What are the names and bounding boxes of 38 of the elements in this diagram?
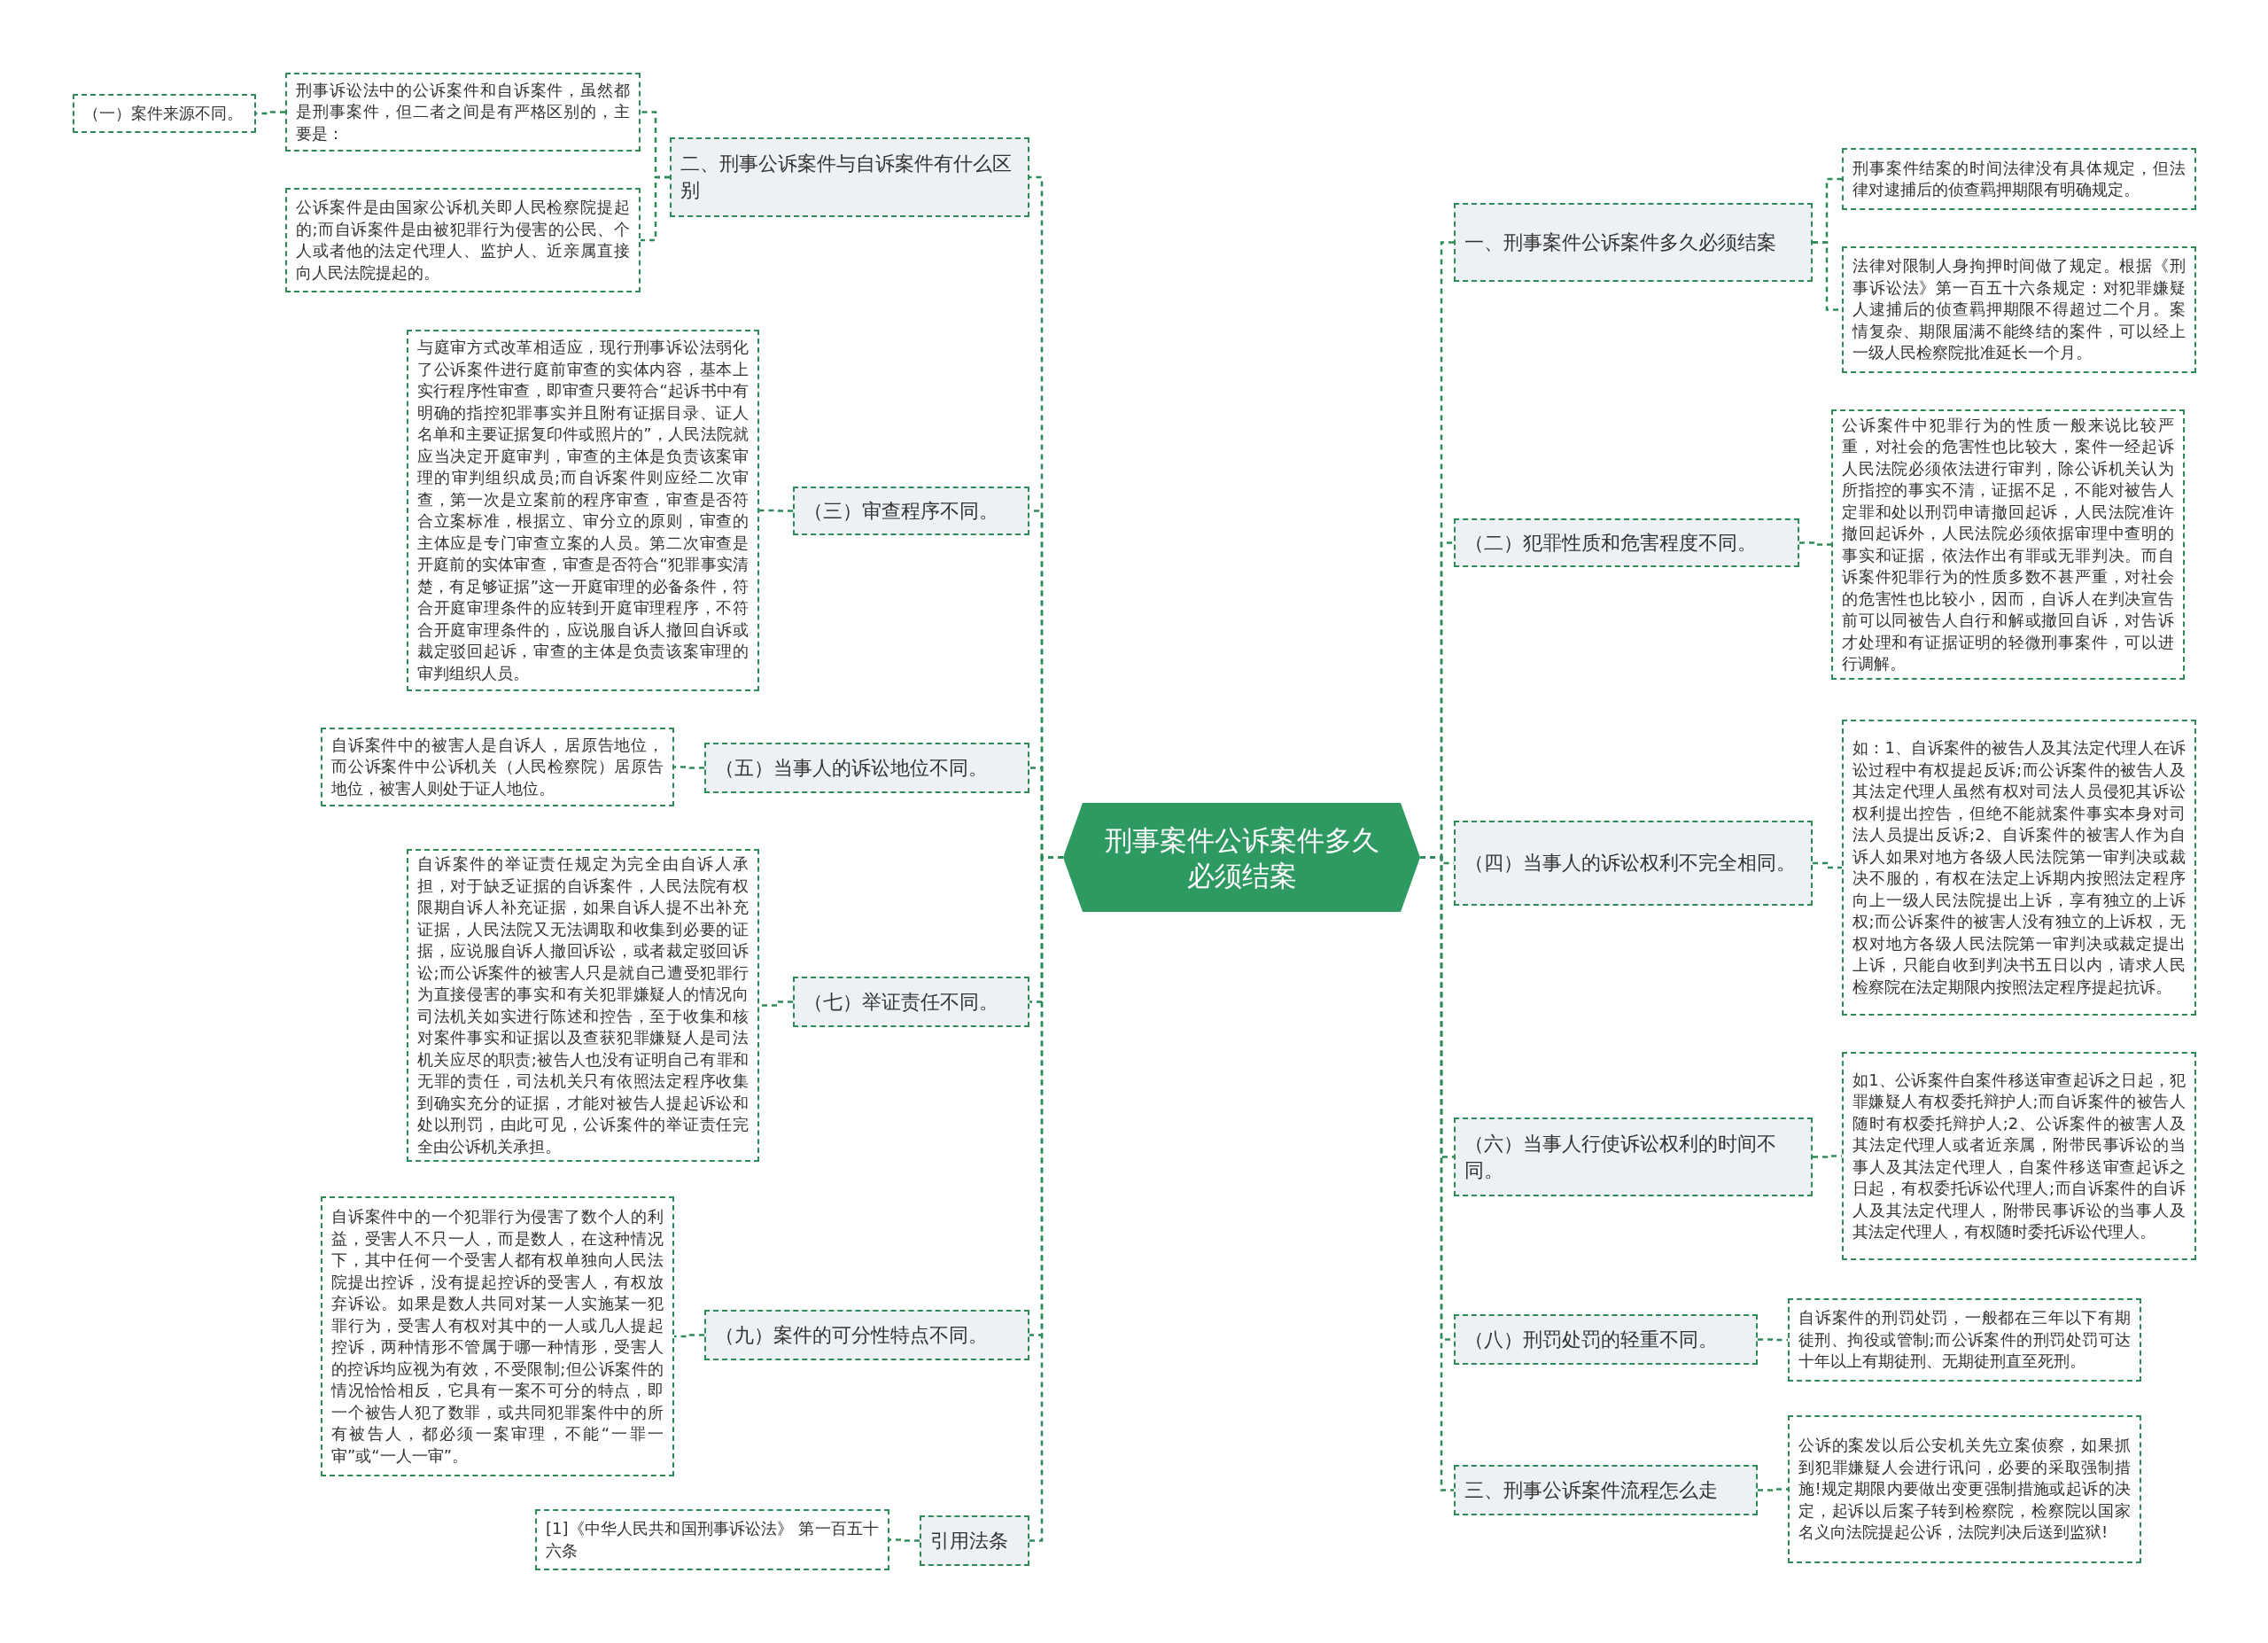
- topic-box: （五）当事人的诉讼地位不同。: [704, 743, 1029, 793]
- topic-box: 一、刑事案件公诉案件多久必须结案: [1454, 203, 1813, 282]
- note-box: 自诉案件的举证责任规定为完全由自诉人承担，对于缺乏证据的自诉案件，人民法院有权限期自诉人补充证据，如果自诉人提不出补充证据，人民法院又无法调取和收集到必要的证据，应说服自诉人撤回诉讼，或者裁定驳回诉讼;而公诉案件的被害人只是就自己遭受犯罪行为直接侵害的事实和有关犯罪嫌疑人的情况向司法机关如实进行陈述和控告，至于收集和核对案件事实和证据以及查获犯罪嫌疑人是司法机关应尽的职责;被告人也没有证明自己有罪和无罪的责任，司法机关只有依照法定程序收集到确实充分的证据，才能对被告人提起诉讼和处以刑罚，由此可见，公诉案件的举证责任完全由公诉机关承担。: [407, 849, 759, 1162]
- topic-box: （八）刑罚处罚的轻重不同。: [1454, 1314, 1758, 1365]
- note-box: 公诉的案发以后公安机关先立案侦察，如果抓到犯罪嫌疑人会进行讯问，必要的采取强制措施!规定期限内要做出变更强制措施或起诉的决定，起诉以后案子转到检察院，检察院以国家名义向法院提起公诉，法院判决后送到监狱!: [1788, 1415, 2141, 1563]
- connector: [1758, 1338, 1788, 1342]
- connector: [759, 509, 793, 512]
- connector: [1813, 861, 1842, 869]
- note-box: [1]《中华人民共和国刑事诉讼法》 第一百五十六条: [535, 1509, 889, 1570]
- note-box: （一）案件来源不同。: [73, 94, 256, 133]
- note-box: 如1、公诉案件自案件移送审查起诉之日起，犯罪嫌疑人有权委托辩护人;而自诉案件的被告人随时有权委托辩护人;2、公诉案件的被害人及其法定代理人或者近亲属，附带民事诉讼的当事人及其法定代理人，自案件移送审查起诉之日起，有权委托诉讼代理人;而自诉案件的自诉人及其法定代理人，附带民事诉讼的当事人及其法定代理人，有权随时委托诉讼代理人。: [1842, 1052, 2196, 1260]
- topic-box: 二、刑事公诉案件与自诉案件有什么区别: [670, 137, 1029, 217]
- note-box: 自诉案件中的一个犯罪行为侵害了数个人的利益，受害人不只一人，而是数人，在这种情况下，其中任何一个受害人都有权单独向人民法院提出控诉，没有提起控诉的受害人，有权放弃诉讼。如果是数人共同对某一人实施某一犯罪行为，受害人有权对其中的一人或几人提起控诉，两种情形不管属于哪一种情形，受害人的控诉均应视为有效，不受限制;但公诉案件的情况恰恰相反，它具有一案不可分的特点，即一个被告人犯了数罪，或共同犯罪案件中的所有被告人，都必须一案审理，不能“一罪一审”或“一人一审”。: [321, 1196, 674, 1476]
- topic-box: （九）案件的可分性特点不同。: [704, 1310, 1029, 1360]
- note-box: 法律对限制人身拘押时间做了规定。根据《刑事诉讼法》第一百五十六条规定：对犯罪嫌疑人逮捕后的侦查羁押期限不得超过二个月。案情复杂、期限届满不能终结的案件，可以经上一级人民检察院批准延长一个月。: [1842, 246, 2196, 373]
- connector: [889, 1538, 920, 1542]
- note-box: 如：1、自诉案件的被告人及其法定代理人在诉讼过程中有权提起反诉;而公诉案件的被告人及其法定代理人虽然有权对司法人员侵犯其诉讼权利提出控告，但绝不能就案件事实本身对司法人员提出反诉;2、自诉案件的被害人作为自诉人如果对地方各级人民法院第一审判决或裁决不服的，有权在法定上诉期内按照法定程序向上一级人民法院提出上诉，享有独立的上诉权;而公诉案件的被害人没有独立的上诉权，无权对地方各级人民法院第一审判决或裁定提出上诉，只能自收到判决书五日以内，请求人民检察院在法定期限内按照法定程序提起抗诉。: [1842, 720, 2196, 1016]
- connector: [641, 175, 670, 242]
- topic-box: （二）犯罪性质和危害程度不同。: [1454, 518, 1799, 567]
- connector: [674, 766, 704, 769]
- connector: [1799, 541, 1831, 546]
- connector: [1758, 1488, 1788, 1491]
- note-box: 自诉案件中的被害人是自诉人，居原告地位，而公诉案件中公诉机关（人民检察院）居原告地位，被害人则处于证人地位。: [321, 728, 674, 806]
- note-box: 自诉案件的刑罚处罚，一般都在三年以下有期徒刑、拘役或管制;而公诉案件的刑罚处罚可达十年以上有期徒刑、无期徒刑直至死刑。: [1788, 1298, 2141, 1382]
- note-box: 刑事诉讼法中的公诉案件和自诉案件，虽然都是刑事案件，但二者之间是有严格区别的，主要是：: [285, 73, 641, 152]
- note-box: 公诉案件是由国家公诉机关即人民检察院提起的;而自诉案件是由被犯罪行为侵害的公民、个人或者他的法定代理人、监护人、近亲属直接向人民法院提起的。: [285, 188, 641, 292]
- central-topic: 刑事案件公诉案件多久必须结案: [1063, 803, 1420, 912]
- topic-box: （四）当事人的诉讼权利不完全相同。: [1454, 821, 1813, 906]
- note-box: 刑事案件结案的时间法律没有具体规定，但法律对逮捕后的侦查羁押期限有明确规定。: [1842, 148, 2196, 210]
- topic-box: （七）举证责任不同。: [793, 977, 1029, 1027]
- topic-box: （六）当事人行使诉讼权利的时间不同。: [1454, 1117, 1813, 1196]
- note-box: 公诉案件中犯罪行为的性质一般来说比较严重，对社会的危害性也比较大，案件一经起诉人民法院必须依法进行审判，除公诉机关认为所指控的事实不清，证据不足，不能对被告人定罪和处以刑罚申请撤回起诉，人民法院准许撤回起诉外，人民法院必须依据审理中查明的事实和证据，依法作出有罪或无罪判决。而自诉案件犯罪行为的性质多数不甚严重，对社会的危害性也比较小，因而，自诉人在判决宣告前可以同被告人自行和解或撤回自诉，对告诉才处理和有证据证明的轻微刑事案件，可以进行调解。: [1831, 409, 2185, 680]
- connector: [674, 1334, 704, 1338]
- note-box: 与庭审方式改革相适应，现行刑事诉讼法弱化了公诉案件进行庭前审查的实体内容，基本上实行程序性审查，即审查只要符合“起诉书中有明确的指控犯罪事实并且附有证据目录、证人名单和主要证据复印件或照片的”，人民法院就应当决定开庭审判，审查的主体是负责该案审理的审判组织成员;而自诉案件则应经二次审查，第一次是立案前的程序审查，审查是否符合立案标准，根据立、审分立的原则，审查的主体应是专门审查立案的人员。第二次审查是开庭前的实体审查，审查是否符合“犯罪事实清楚，有足够证据”这一开庭审理的必备条件，符合开庭审理条件的应转到开庭审理程序，不符合开庭审理条件的，应说服自诉人撤回自诉或裁定驳回起诉，审查的主体是负责该案审理的审判组织人员。: [407, 330, 759, 691]
- topic-box: 引用法条: [920, 1515, 1029, 1566]
- connector: [759, 1001, 793, 1007]
- topic-box: （三）审查程序不同。: [793, 487, 1029, 535]
- topic-box: 三、刑事公诉案件流程怎么走: [1454, 1465, 1758, 1515]
